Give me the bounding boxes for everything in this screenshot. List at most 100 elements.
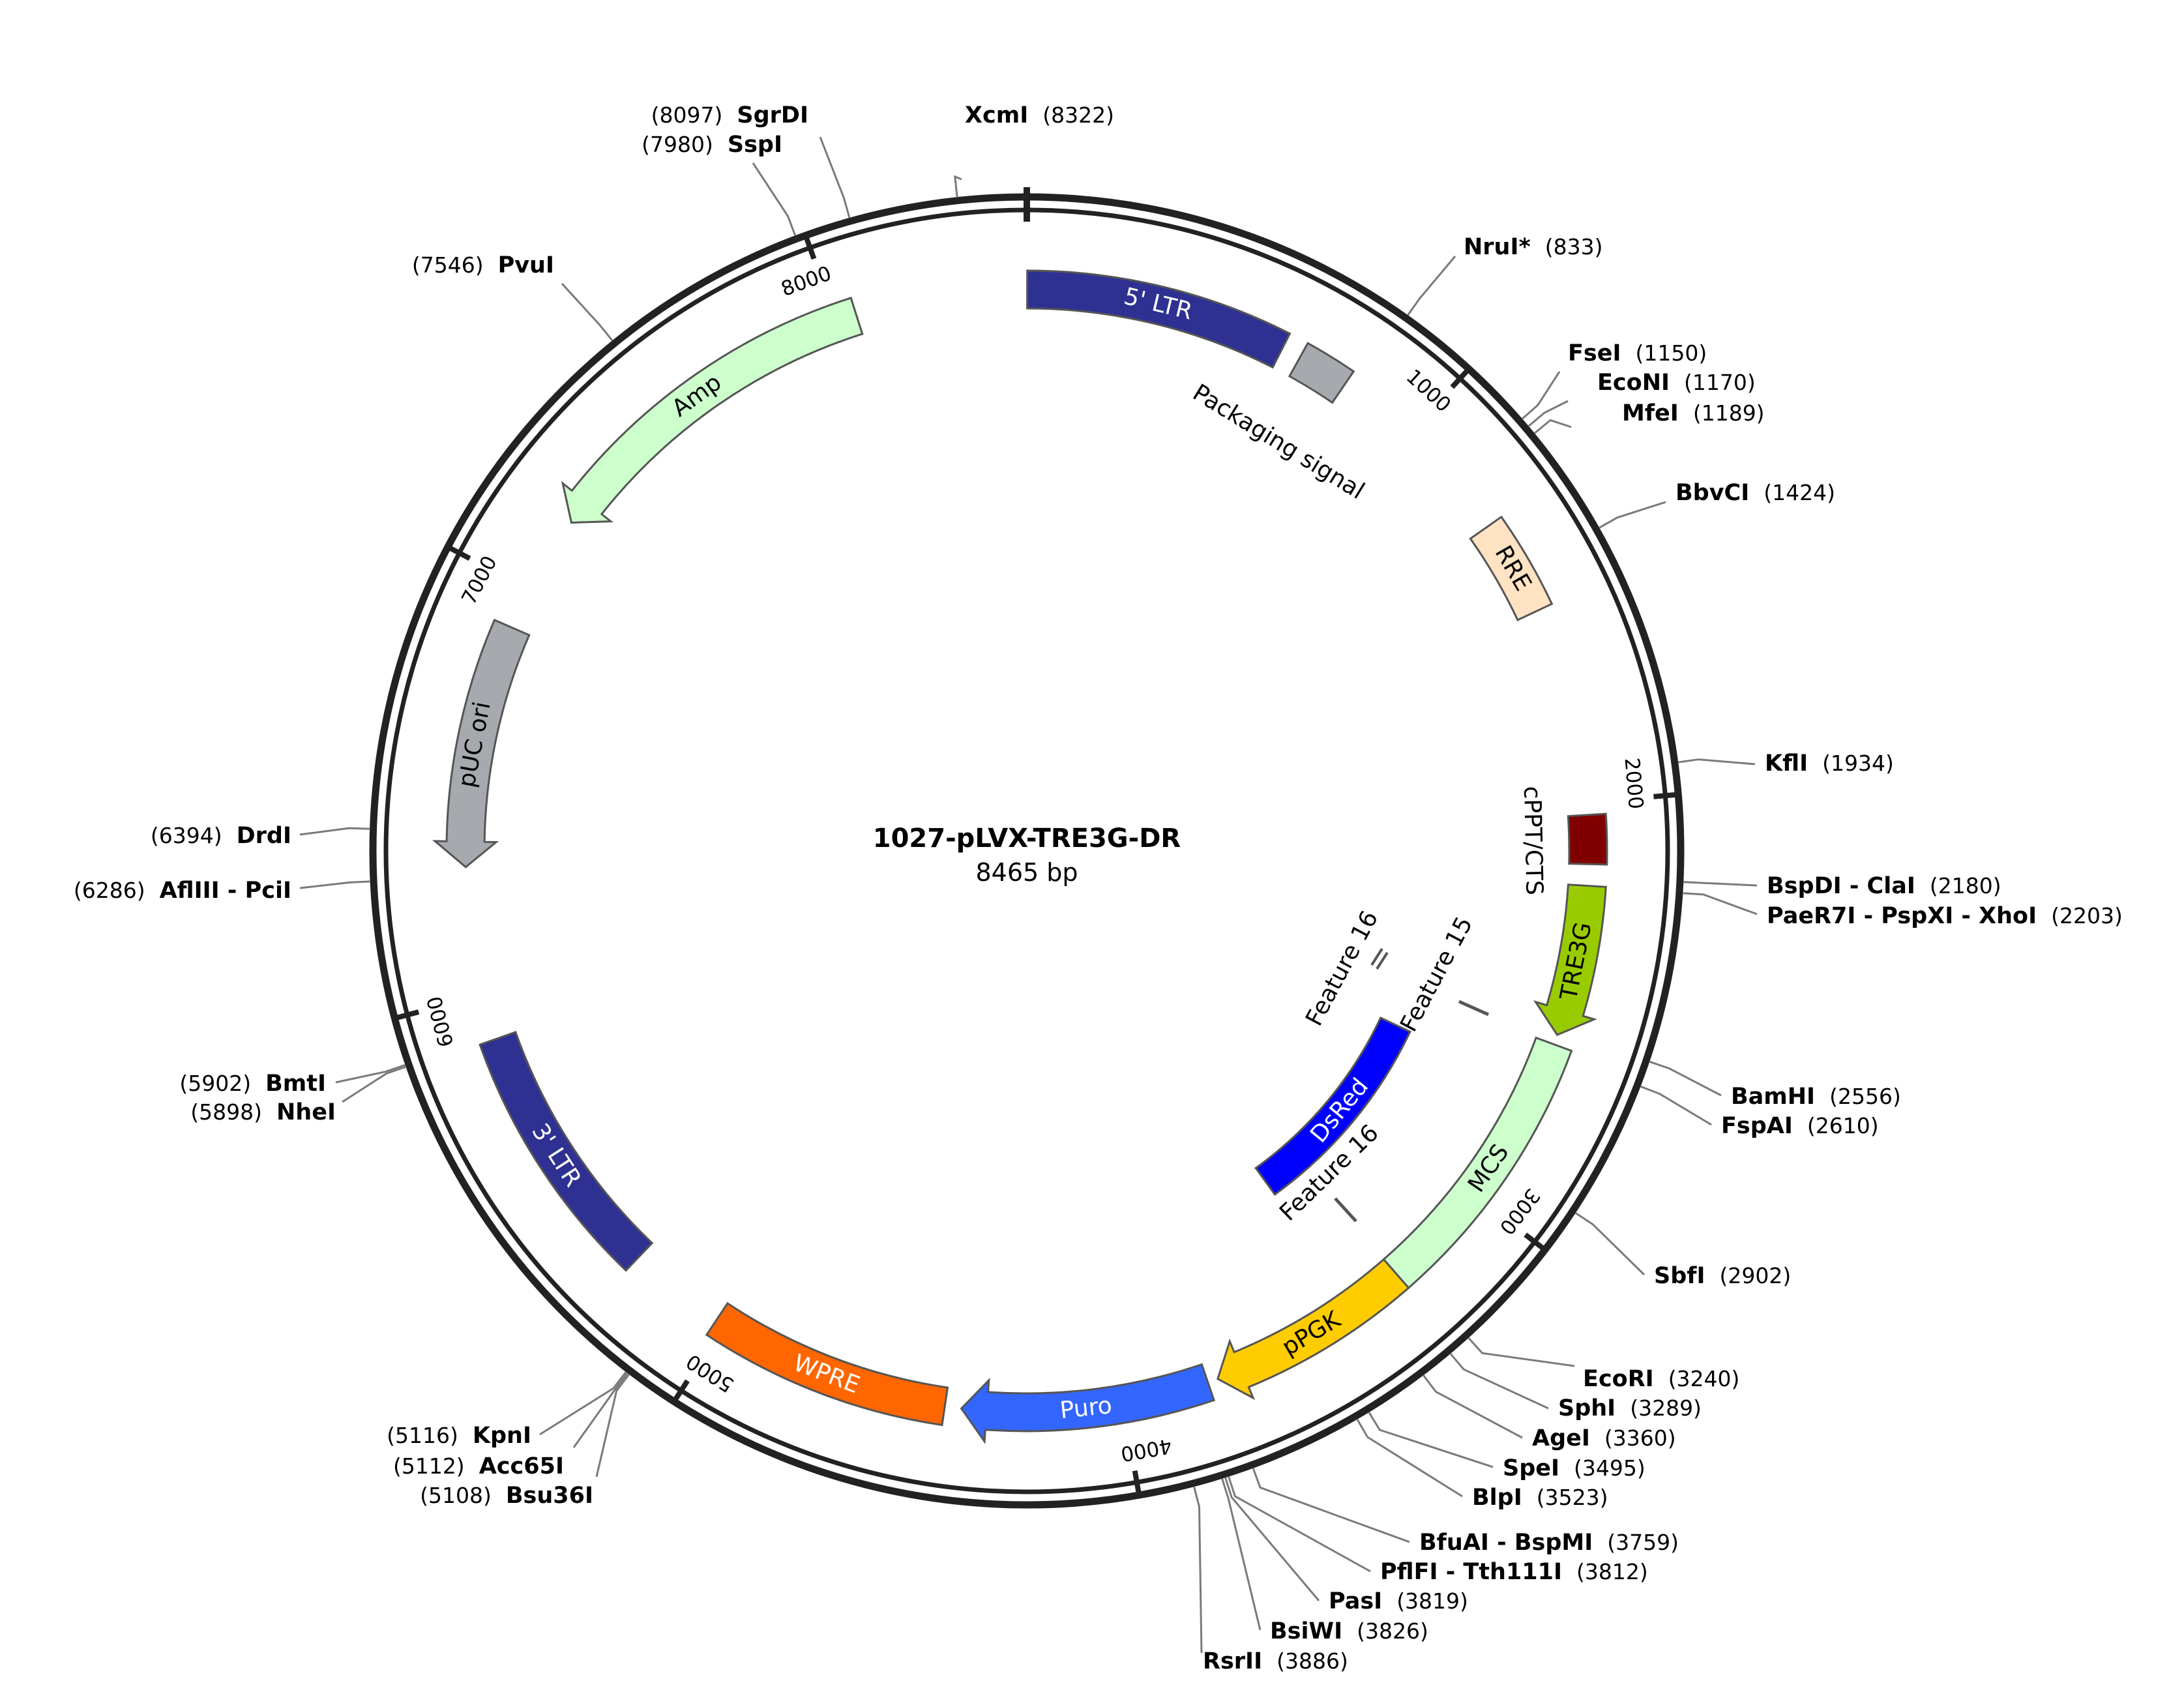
site-position: (833) <box>1545 234 1603 260</box>
feature-label-packaging-signal: Packaging signal <box>1188 379 1369 505</box>
site-bsu36i: (5108)Bsu36I <box>420 1483 593 1509</box>
site-sspi: (7980)SspI <box>642 132 782 158</box>
site-pvui: (7546)PvuI <box>412 252 554 279</box>
site-position: (1150) <box>1636 340 1707 366</box>
site-name: RsrII <box>1203 1648 1262 1674</box>
feature-packaging-signal <box>1288 342 1355 404</box>
site-leader-line <box>539 1371 627 1436</box>
site-bamhi: BamHI(2556) <box>1731 1084 1901 1110</box>
site-position: (2610) <box>1807 1113 1879 1138</box>
site-kpni: (5116)KpnI <box>387 1423 531 1449</box>
site-acc65i: (5112) Acc65I <box>393 1453 564 1480</box>
site-pflfi-tth111i: PflFI - Tth111I(3812) <box>1380 1559 1648 1586</box>
tick-label: 3000 <box>1495 1184 1545 1239</box>
site-name: KpnI <box>473 1423 531 1449</box>
site-bfuai-bspmi: BfuAI - BspMI(3759) <box>1419 1530 1679 1556</box>
site-name: PasI <box>1329 1588 1382 1614</box>
tick-mark <box>392 1009 420 1022</box>
site-paer7i-pspxi-xhoi: PaeR7I - PspXI - XhoI(2203) <box>1767 903 2123 930</box>
inner-feature-label: Feature 15 <box>1395 912 1478 1036</box>
site-position: (8097) <box>651 102 723 128</box>
site-name: PvuI <box>498 252 554 278</box>
site-name: SgrDI <box>737 102 808 128</box>
site-leader-line <box>342 1065 407 1103</box>
site-position: (5902) <box>179 1071 251 1096</box>
tick-label: 4000 <box>1119 1434 1173 1466</box>
site-afliii-pcii: (6286) AflIII - PciI <box>74 878 291 904</box>
site-leader-line <box>752 162 797 237</box>
site-name: AflIII - PciI <box>160 878 291 904</box>
site-position: (3819) <box>1396 1588 1468 1614</box>
feature-label-cppt-cts: cPPT/CTS <box>1518 786 1547 895</box>
site-name: AgeI <box>1532 1425 1590 1451</box>
site-position: (3759) <box>1607 1530 1679 1555</box>
site-name: SspI <box>728 132 782 158</box>
site-position: (1424) <box>1763 480 1835 505</box>
inner-feature-label: Feature 16 <box>1301 906 1383 1030</box>
feature-16-mark <box>1376 951 1389 970</box>
site-position: (5898) <box>190 1099 262 1125</box>
site-leader-line <box>1574 1211 1645 1276</box>
site-position: (5108) <box>420 1483 492 1508</box>
site-position: (1189) <box>1693 400 1765 426</box>
site-name: BlpI <box>1472 1485 1522 1511</box>
site-position: (6286) <box>74 878 145 903</box>
site-fspai: FspAI (2610) <box>1721 1113 1879 1140</box>
site-position: (3360) <box>1604 1425 1676 1451</box>
feature-puc-ori <box>432 618 531 868</box>
site-position: (3886) <box>1276 1648 1348 1674</box>
site-name: FspAI <box>1721 1113 1793 1139</box>
site-bbvci: BbvCI (1424) <box>1675 480 1835 507</box>
site-blpi: BlpI(3523) <box>1472 1485 1608 1511</box>
feature-amp <box>561 297 864 524</box>
site-position: (6394) <box>151 823 222 848</box>
site-leader-line <box>1224 1477 1320 1601</box>
feature-5-ltr <box>1026 269 1291 369</box>
site-leader-line <box>1682 892 1758 915</box>
site-name: Acc65I <box>479 1453 564 1479</box>
site-leader-line <box>561 282 613 342</box>
site-leader-line <box>595 1373 630 1477</box>
tick-mark <box>1132 1470 1142 1497</box>
tick-mark <box>671 1379 690 1404</box>
tick-mark <box>1450 366 1472 389</box>
site-nhei: (5898)NheI <box>190 1099 336 1126</box>
site-kfli: KflI(1934) <box>1765 750 1894 777</box>
tick-label: 6000 <box>422 994 458 1049</box>
tick-label: 7000 <box>457 552 502 609</box>
site-position: (3826) <box>1357 1618 1428 1644</box>
site-leader-line <box>1527 400 1569 427</box>
site-leader-line <box>819 136 851 218</box>
site-name: BspDI - ClaI <box>1767 873 1915 899</box>
site-leader-line <box>299 827 370 836</box>
feature-cppt-cts <box>1567 812 1608 866</box>
site-position: (5112) <box>393 1453 465 1479</box>
site-spei: SpeI (3495) <box>1503 1455 1645 1482</box>
site-leader-line <box>1468 1337 1575 1367</box>
site-position: (2556) <box>1829 1084 1901 1109</box>
site-leader-line <box>1192 1486 1203 1654</box>
site-position: (2203) <box>2051 903 2123 928</box>
tick-mark <box>1653 792 1680 799</box>
site-leader-line <box>1221 1478 1262 1631</box>
site-fsei: FseI(1150) <box>1568 340 1707 367</box>
site-position: (1934) <box>1822 750 1894 776</box>
site-pasi: PasI (3819) <box>1329 1588 1468 1615</box>
site-position: (3812) <box>1576 1559 1648 1584</box>
site-leader-line <box>572 1372 628 1448</box>
site-leader-line <box>1649 1060 1722 1097</box>
site-name: MfeI <box>1622 400 1679 426</box>
site-name: NruI* <box>1464 234 1531 260</box>
tick-mark <box>803 233 817 260</box>
site-name: EcoRI <box>1583 1366 1654 1392</box>
feature-dsred <box>1254 1017 1411 1196</box>
site-name: BbvCI <box>1675 480 1749 506</box>
site-leader-line <box>1407 256 1456 316</box>
tick-label: 2000 <box>1619 757 1647 810</box>
site-name: SbfI <box>1654 1263 1705 1289</box>
site-position: (3495) <box>1574 1455 1645 1481</box>
site-name: SpeI <box>1503 1455 1559 1481</box>
tick-label: 5000 <box>682 1349 738 1397</box>
